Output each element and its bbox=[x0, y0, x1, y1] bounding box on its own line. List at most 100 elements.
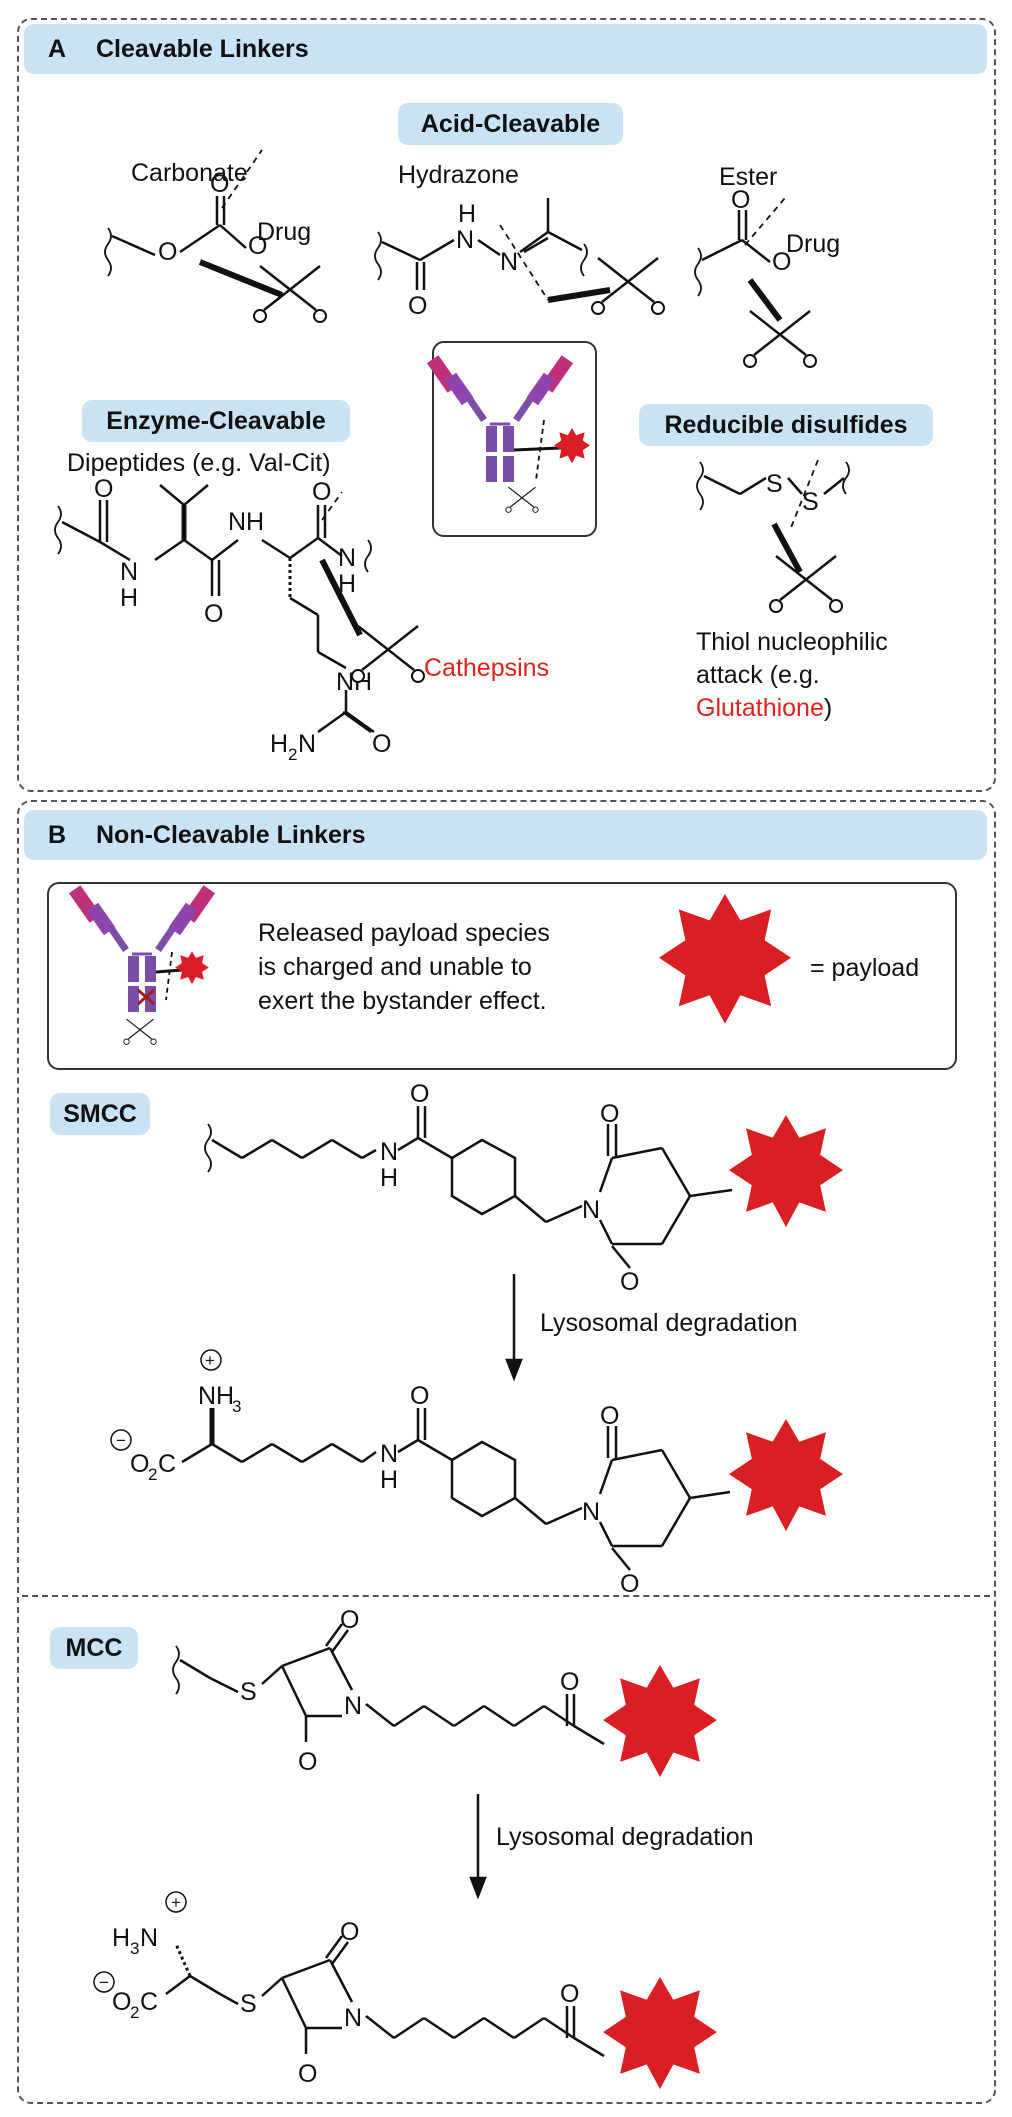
smccp-plus: + bbox=[205, 1351, 215, 1370]
smcc-o3: O bbox=[620, 1268, 639, 1296]
cathepsins-label: Cathepsins bbox=[424, 654, 550, 682]
mccp-s: S bbox=[240, 1990, 257, 2018]
val-cit-structure bbox=[54, 484, 375, 734]
carbonate-label: Carbonate bbox=[131, 159, 248, 187]
info-line-1: Released payload species bbox=[258, 919, 550, 947]
disulfide-scissors-icon bbox=[768, 554, 844, 614]
valcit-o4: O bbox=[372, 730, 391, 758]
smccp-n3: N bbox=[582, 1498, 600, 1526]
disulfide-s2: S bbox=[802, 488, 819, 516]
ester-drug: Drug bbox=[786, 230, 840, 258]
panel-b-header: B Non-Cleavable Linkers bbox=[24, 810, 987, 860]
smcc-nh: N bbox=[380, 1138, 398, 1166]
carbonate-o1: O bbox=[158, 238, 177, 266]
valcit-o1: O bbox=[94, 475, 113, 503]
hydrazone-label: Hydrazone bbox=[398, 161, 519, 189]
step1-label: Lysosomal degradation bbox=[540, 1309, 798, 1337]
mcc-structure bbox=[172, 1623, 605, 1746]
smccp-o2: O bbox=[600, 1402, 619, 1430]
thiol-line-1: Thiol nucleophilic bbox=[696, 628, 888, 656]
valcit-o2: O bbox=[204, 600, 223, 628]
mccp-minus: − bbox=[99, 1973, 109, 1992]
close-paren: ) bbox=[823, 694, 833, 722]
mccp-n2: N bbox=[344, 2004, 362, 2032]
mccp-plus: + bbox=[171, 1893, 181, 1912]
smcc-product-structure bbox=[110, 1349, 731, 1571]
smcc-n2: N bbox=[582, 1196, 600, 1224]
section-divider bbox=[22, 1595, 990, 1597]
hydrazone-o: O bbox=[408, 292, 427, 320]
mcc-o3: O bbox=[560, 1668, 579, 1696]
panel-a bbox=[17, 18, 996, 792]
smcc-h: H bbox=[380, 1164, 398, 1192]
hydrazone-n2: N bbox=[500, 248, 518, 276]
mcc-payload-star-icon bbox=[603, 1665, 717, 1778]
smccp-minus: − bbox=[116, 1431, 126, 1450]
smcc-o2: O bbox=[600, 1100, 619, 1128]
panel-a-title: Cleavable Linkers bbox=[96, 35, 309, 63]
mcc-product-payload-star-icon bbox=[603, 1977, 717, 2090]
mcc-s: S bbox=[240, 1678, 257, 1706]
smccp-o-sub: 2 bbox=[148, 1465, 157, 1484]
smcc-structure bbox=[204, 1106, 733, 1269]
disulfide-structure bbox=[696, 459, 850, 574]
enzyme-cleavable-pill: Enzyme-Cleavable bbox=[82, 400, 350, 442]
disulfide-s1: S bbox=[766, 470, 783, 498]
mccp-c: C bbox=[140, 1988, 158, 2016]
reducible-disulfides-pill: Reducible disulfides bbox=[639, 404, 933, 446]
ester-label: Ester bbox=[719, 163, 778, 191]
smcc-payload-star-icon bbox=[729, 1115, 843, 1228]
mcc-n: N bbox=[344, 1692, 362, 1720]
mccp-n: N bbox=[140, 1924, 158, 1952]
carbonate-scissors-icon bbox=[252, 264, 328, 324]
mccp-o2: O bbox=[298, 2060, 317, 2088]
mcc-product-structure bbox=[93, 1891, 605, 2058]
acid-cleavable-pill: Acid-Cleavable bbox=[398, 103, 623, 145]
valcit-h2n-sub: 2 bbox=[288, 745, 297, 764]
adc-center-box bbox=[432, 341, 597, 537]
info-antibody-icon bbox=[69, 885, 215, 1045]
smccp-o: O bbox=[130, 1450, 149, 1478]
smccp-o3: O bbox=[620, 1570, 639, 1598]
hydrazone-h: H bbox=[458, 200, 476, 228]
degradation-arrow-2 bbox=[469, 1794, 487, 1900]
hydrazone-n1: N bbox=[456, 226, 474, 254]
smccp-nh2: N bbox=[380, 1440, 398, 1468]
valcit-nh3: N bbox=[338, 544, 356, 572]
valcit-h1: H bbox=[120, 584, 138, 612]
carbonate-structure bbox=[104, 149, 284, 298]
payload-legend-star-icon bbox=[659, 894, 791, 1024]
info-line-2: is charged and unable to bbox=[258, 953, 532, 981]
ester-o2: O bbox=[772, 248, 791, 276]
mccp-o: O bbox=[112, 1988, 131, 2016]
valcit-o3: O bbox=[312, 478, 331, 506]
carbonate-drug: Drug bbox=[257, 218, 311, 246]
valcit-scissors-icon bbox=[350, 624, 426, 684]
valcit-h2n-n: N bbox=[298, 730, 316, 758]
payload-legend: = payload bbox=[810, 954, 920, 982]
valcit-nh1: N bbox=[120, 558, 138, 586]
mcc-pill: MCC bbox=[50, 1627, 138, 1669]
smcc-o1: O bbox=[410, 1080, 429, 1108]
smccp-nh-sub: 3 bbox=[232, 1397, 241, 1416]
mccp-h: H bbox=[112, 1924, 130, 1952]
smccp-c: C bbox=[158, 1450, 176, 1478]
valcit-h2n: H bbox=[270, 730, 288, 758]
ester-o1: O bbox=[731, 186, 750, 214]
dipeptide-label: Dipeptides (e.g. Val-Cit) bbox=[67, 449, 331, 477]
payload-info-box bbox=[47, 882, 957, 1070]
smccp-h2: H bbox=[380, 1466, 398, 1494]
ester-structure bbox=[694, 197, 786, 322]
mccp-o3: O bbox=[560, 1980, 579, 2008]
panel-a-header: A Cleavable Linkers bbox=[24, 24, 987, 74]
carbonate-o3: O bbox=[248, 232, 267, 260]
carbonate-o2: O bbox=[210, 170, 229, 198]
mccp-o-sub: 2 bbox=[130, 2003, 139, 2022]
mccp-o1: O bbox=[340, 1918, 359, 1946]
mcc-o2: O bbox=[298, 1748, 317, 1776]
valcit-nh2: NH bbox=[228, 508, 264, 536]
mccp-h-sub: 3 bbox=[130, 1939, 139, 1958]
hydrazone-scissors-icon bbox=[590, 256, 666, 316]
smccp-nh: NH bbox=[198, 1382, 234, 1410]
